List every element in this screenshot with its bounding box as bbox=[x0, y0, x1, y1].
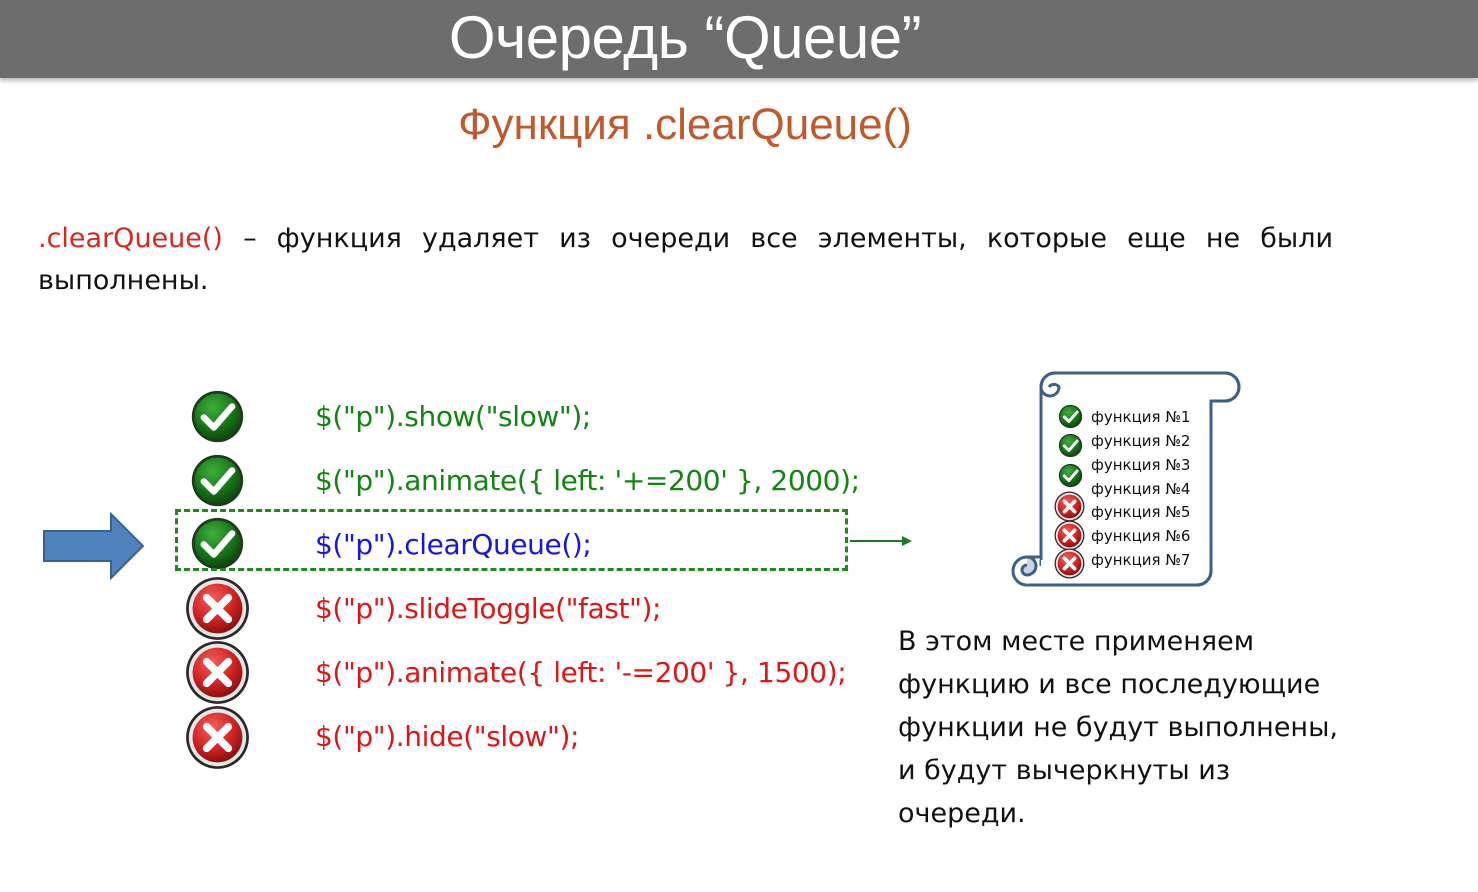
scroll-item: функция №7 bbox=[1091, 551, 1191, 569]
slide-subtitle: Функция .clearQueue() bbox=[458, 100, 912, 149]
scroll-item: функция №6 bbox=[1091, 527, 1191, 545]
note-line: функции не будут выполнены, bbox=[898, 712, 1338, 743]
slide-title: Очередь “Queue” bbox=[448, 4, 922, 71]
scroll-item: функция №3 bbox=[1091, 456, 1191, 474]
green-check-icon bbox=[1058, 463, 1083, 488]
red-x-icon bbox=[185, 705, 250, 770]
right-arrow-icon bbox=[43, 512, 145, 580]
green-check-icon bbox=[1058, 433, 1083, 458]
code-line: $("p").slideToggle("fast"); bbox=[315, 592, 662, 625]
note-line: В этом месте применяем bbox=[898, 626, 1255, 657]
green-check-icon bbox=[1058, 404, 1083, 429]
note-line: и будут вычеркнуты из bbox=[898, 755, 1231, 786]
connector-arrow-icon bbox=[850, 536, 912, 546]
description: .clearQueue() – функция удаляет из очере… bbox=[38, 218, 1333, 302]
description-function-name: .clearQueue() bbox=[38, 223, 223, 254]
scroll-item: функция №2 bbox=[1091, 432, 1191, 450]
red-x-icon bbox=[1054, 548, 1085, 579]
green-check-icon bbox=[190, 453, 245, 508]
code-line: $("p").show("slow"); bbox=[315, 400, 591, 433]
note-line: очереди. bbox=[898, 798, 1026, 829]
code-line: $("p").hide("slow"); bbox=[315, 720, 580, 753]
note-line: функцию и все последующие bbox=[898, 669, 1321, 700]
scroll-item: функция №1 bbox=[1091, 408, 1191, 426]
red-x-icon bbox=[1054, 491, 1085, 522]
code-line-current: $("p").clearQueue(); bbox=[315, 528, 592, 561]
code-line: $("p").animate({ left: '-=200' }, 1500); bbox=[315, 656, 847, 689]
red-x-icon bbox=[185, 576, 250, 641]
highlight-box bbox=[175, 509, 848, 571]
description-text: – функция удаляет из очереди все элемент… bbox=[38, 223, 1333, 296]
explanation-note: В этом месте применяем функцию и все пос… bbox=[898, 620, 1378, 835]
scroll-item: функция №4 bbox=[1091, 480, 1191, 498]
title-bar: Очередь “Queue” bbox=[0, 0, 1478, 78]
scroll-item: функция №5 bbox=[1091, 503, 1191, 521]
code-line: $("p").animate({ left: '+=200' }, 2000); bbox=[315, 464, 860, 497]
red-x-icon bbox=[1054, 520, 1085, 551]
green-check-icon bbox=[190, 389, 245, 444]
red-x-icon bbox=[185, 640, 250, 705]
